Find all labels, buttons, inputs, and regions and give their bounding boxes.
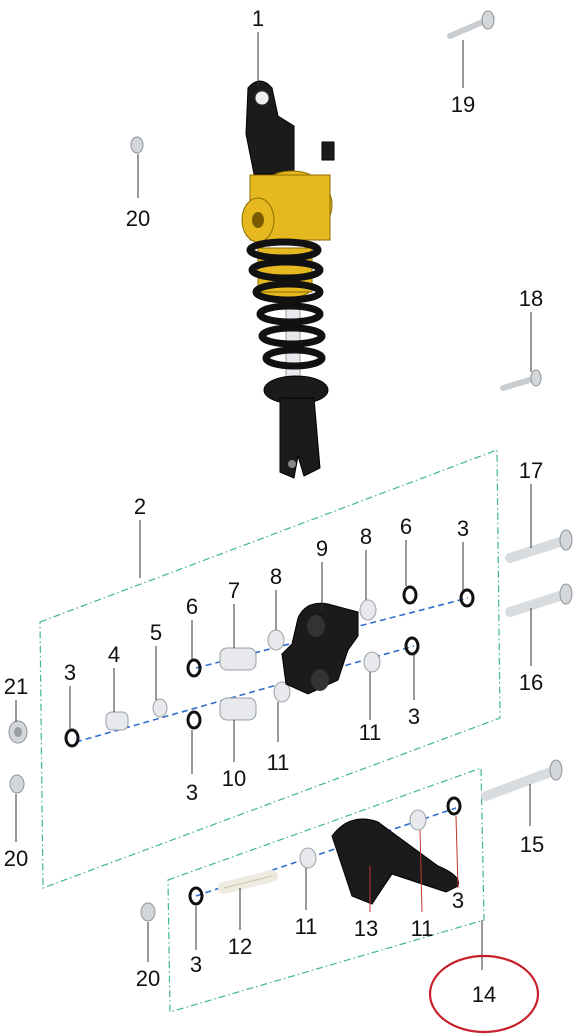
nut-20-bottom [140, 902, 156, 922]
callout-8-upper: 8 [360, 524, 372, 549]
linkage-parts [64, 585, 475, 748]
callout-10: 10 [222, 766, 246, 791]
callout-3-bottom-left: 3 [186, 780, 198, 805]
bolt-16 [505, 583, 573, 617]
callout-3-upper-right: 3 [457, 516, 469, 541]
callout-11-arm-left: 11 [295, 914, 318, 939]
callout-9: 9 [316, 536, 328, 561]
callout-7: 7 [228, 578, 240, 603]
callout-3-mid-right: 3 [408, 704, 420, 729]
linkage-group-box [39, 449, 501, 889]
callout-11-right: 11 [359, 720, 382, 745]
shock-absorber [241, 80, 335, 479]
callout-15: 15 [520, 832, 544, 857]
bolt-18 [500, 369, 542, 391]
callout-6-right: 6 [400, 514, 412, 539]
leader-lines [15, 32, 532, 970]
callout-6-left: 6 [186, 594, 198, 619]
callouts: 1 19 20 18 17 2 9 8 6 3 8 7 6 5 4 3 21 1… [4, 6, 544, 1007]
callout-11-arm-right: 11 [411, 916, 434, 941]
callout-20-left: 20 [4, 846, 28, 871]
callout-20-bottom: 20 [136, 966, 160, 991]
callout-2: 2 [134, 494, 146, 519]
arm-group-box [167, 767, 485, 1013]
callout-12: 12 [228, 934, 252, 959]
callout-11-left: 11 [267, 750, 290, 775]
callout-20-top: 20 [126, 206, 150, 231]
bolt-19 [447, 10, 495, 39]
callout-4: 4 [108, 642, 120, 667]
callout-5: 5 [150, 620, 162, 645]
callout-3-arm-right: 3 [452, 888, 464, 913]
callout-1: 1 [252, 6, 264, 31]
axis-lower [75, 645, 415, 743]
callout-17: 17 [519, 458, 543, 483]
bolt-15 [481, 759, 563, 801]
callout-18: 18 [519, 286, 543, 311]
highlight-circle [428, 954, 540, 1034]
nut-21 [8, 720, 28, 744]
callout-19: 19 [451, 92, 475, 117]
nut-20-top [130, 136, 144, 154]
callout-8-lower: 8 [270, 564, 282, 589]
callout-3-left: 3 [64, 660, 76, 685]
arm-parts [188, 796, 462, 906]
callout-13: 13 [354, 916, 378, 941]
bolt-17 [505, 529, 573, 563]
callout-16: 16 [519, 670, 543, 695]
callout-3-arm-left: 3 [190, 952, 202, 977]
callout-14: 14 [472, 982, 496, 1007]
callout-21: 21 [4, 674, 28, 699]
nut-20-left [9, 774, 25, 794]
